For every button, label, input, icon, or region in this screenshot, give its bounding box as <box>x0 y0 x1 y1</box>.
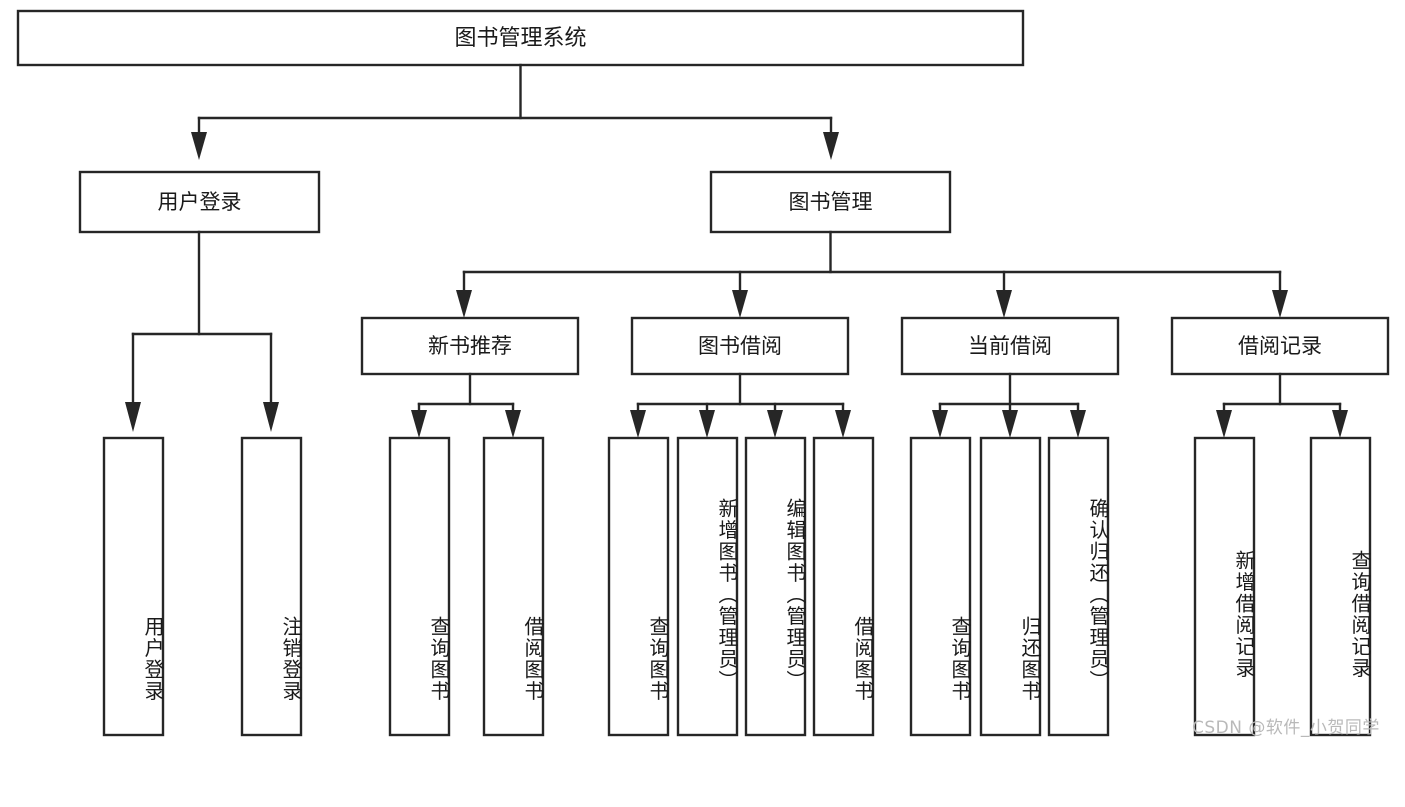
arrow-head-icon <box>505 410 521 438</box>
arrow-head-icon <box>191 132 207 160</box>
leaf-box-confirm-return[interactable] <box>1047 436 1110 737</box>
leaf-box-add-book[interactable] <box>676 436 739 737</box>
node-current-borrow[interactable]: 当前借阅 <box>900 316 1120 376</box>
leaf-box-query-book-1[interactable] <box>388 436 451 737</box>
node-new-book-recommend-box <box>360 316 580 376</box>
node-user-login-label: 用户登录 <box>158 190 242 214</box>
arrow-head-icon <box>767 410 783 438</box>
arrow-head-icon <box>932 410 948 438</box>
leaf-box-query-book-2[interactable] <box>607 436 670 737</box>
node-book-borrow[interactable]: 图书借阅 <box>630 316 850 376</box>
node-borrow-record-label: 借阅记录 <box>1238 334 1322 358</box>
node-new-book-recommend-label: 新书推荐 <box>428 334 512 358</box>
arrow-head-icon <box>1216 410 1232 438</box>
arrow-head-icon <box>996 290 1012 318</box>
arrow-head-icon <box>699 410 715 438</box>
leaf-box-edit-book[interactable] <box>744 436 807 737</box>
arrow-head-icon <box>1332 410 1348 438</box>
node-user-login-box <box>78 170 321 234</box>
leaf-box-logout-login[interactable] <box>240 436 303 737</box>
node-borrow-record[interactable]: 借阅记录 <box>1170 316 1390 376</box>
node-book-management[interactable]: 图书管理 <box>709 170 952 234</box>
node-root[interactable]: 图书管理系统 <box>16 9 1025 67</box>
arrow-head-icon <box>732 290 748 318</box>
arrow-head-icon <box>1002 410 1018 438</box>
connector-book-management-to-level2 <box>456 230 1288 318</box>
arrow-head-icon <box>835 410 851 438</box>
node-root-label: 图书管理系统 <box>454 26 586 51</box>
leaf-box-query-borrow-record[interactable] <box>1309 436 1372 737</box>
connector-current-borrow-to-leaves <box>932 372 1086 438</box>
connector-root-to-level1 <box>191 63 839 160</box>
leaf-box-query-book-3[interactable] <box>909 436 972 737</box>
leaf-box-borrow-book-2[interactable] <box>812 436 875 737</box>
leaf-box-add-borrow-record[interactable] <box>1193 436 1256 737</box>
arrow-head-icon <box>263 402 279 432</box>
node-current-borrow-box <box>900 316 1120 376</box>
node-book-borrow-label: 图书借阅 <box>698 334 782 358</box>
leaf-box-borrow-book-1[interactable] <box>482 436 545 737</box>
connector-new-book-recommend-to-leaves <box>411 372 521 438</box>
arrow-head-icon <box>456 290 472 318</box>
connector-user-login-to-leaves <box>125 230 279 432</box>
arrow-head-icon <box>823 132 839 160</box>
watermark: CSDN @软件_小贺同学 <box>1192 718 1380 738</box>
node-new-book-recommend[interactable]: 新书推荐 <box>360 316 580 376</box>
node-user-login[interactable]: 用户登录 <box>78 170 321 234</box>
connector-book-borrow-to-leaves <box>630 372 851 438</box>
diagram-canvas: 图书管理系统 用户登录 图书管理 <box>16 9 1390 737</box>
arrow-head-icon <box>1272 290 1288 318</box>
diagram-root: 图书管理系统 用户登录 图书管理 <box>16 9 1390 738</box>
node-book-management-label: 图书管理 <box>789 190 873 214</box>
node-current-borrow-label: 当前借阅 <box>968 334 1052 358</box>
leaf-box-user-login[interactable] <box>102 436 165 737</box>
node-root-box <box>16 9 1025 67</box>
connector-borrow-record-to-leaves <box>1216 372 1348 438</box>
arrow-head-icon <box>125 402 141 432</box>
arrow-head-icon <box>630 410 646 438</box>
arrow-head-icon <box>1070 410 1086 438</box>
leaf-box-return-book[interactable] <box>979 436 1042 737</box>
arrow-head-icon <box>411 410 427 438</box>
